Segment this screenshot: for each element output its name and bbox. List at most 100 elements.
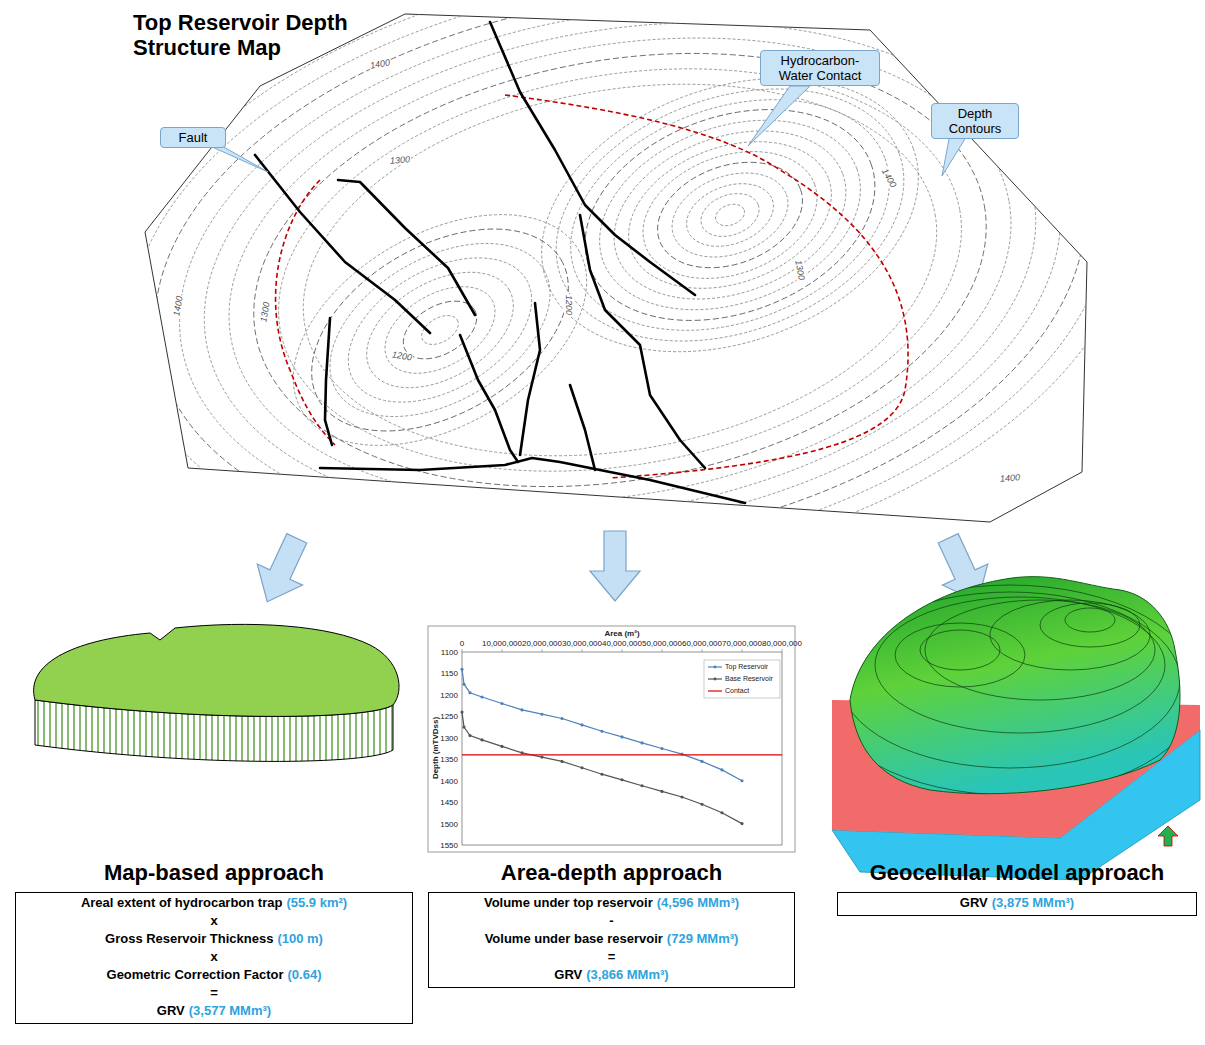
hydrocarbon-water-contact-line bbox=[505, 95, 908, 478]
hydrocarbon-water-contact-line bbox=[276, 95, 909, 478]
formula-term: - bbox=[609, 913, 613, 928]
approach-panel: Area-depth approachVolume under top rese… bbox=[428, 858, 795, 988]
contour-label: 1300 bbox=[258, 300, 272, 323]
formula-term: x bbox=[210, 913, 217, 928]
fault-lines bbox=[570, 385, 595, 470]
depth-contours bbox=[83, 0, 1157, 637]
axis-tick-label: 0 bbox=[460, 639, 464, 648]
formula-value: (0.64) bbox=[288, 967, 322, 982]
callout-text: Hydrocarbon-Water Contact bbox=[765, 53, 875, 83]
depth-contours bbox=[253, 167, 626, 493]
formula-value: (100 m) bbox=[277, 931, 323, 946]
area-depth-chart bbox=[702, 649, 703, 652]
depth-contours bbox=[277, 187, 603, 472]
area-depth-chart bbox=[742, 649, 743, 652]
approach-panel: Map-based approachAreal extent of hydroc… bbox=[15, 858, 413, 1024]
area-depth-chart bbox=[582, 649, 583, 652]
geocellular-model bbox=[820, 585, 1200, 795]
formula-term: GRV bbox=[960, 895, 988, 910]
legend-label: Top Reservoir bbox=[725, 663, 768, 671]
flow-arrows bbox=[245, 528, 320, 613]
formula-value: (729 MMm³) bbox=[667, 931, 739, 946]
callout-tails bbox=[942, 134, 968, 176]
contour-label: 1200 bbox=[390, 349, 413, 363]
formula-line: GRV (3,875 MMm³) bbox=[844, 894, 1190, 912]
depth-contours bbox=[110, 0, 1129, 618]
geocellular-model bbox=[875, 597, 1165, 733]
formula-value: (4,596 MMm³) bbox=[657, 895, 739, 910]
axis-tick-label: 1150 bbox=[441, 669, 458, 678]
axis-tick-label: 80,000,000 bbox=[762, 639, 802, 648]
area-depth-chart bbox=[462, 652, 782, 845]
area-depth-chart bbox=[428, 626, 795, 852]
geocellular-model bbox=[820, 585, 1200, 795]
area-depth-chart bbox=[708, 666, 722, 667]
formula-term: Geometric Correction Factor bbox=[107, 967, 284, 982]
panel-heading: Area-depth approach bbox=[428, 858, 795, 888]
geocellular-model bbox=[820, 577, 1200, 880]
formula-line: = bbox=[22, 984, 406, 1002]
depth-contours bbox=[219, 0, 1021, 541]
axis-tick-label: 40,000,000 bbox=[602, 639, 642, 648]
flow-arrows bbox=[590, 531, 640, 601]
area-depth-chart bbox=[462, 754, 782, 755]
callout-tails bbox=[748, 86, 810, 146]
formula-term: Areal extent of hydrocarbon trap bbox=[81, 895, 283, 910]
depth-contours bbox=[56, 0, 1184, 656]
panel-heading: Geocellular Model approach bbox=[837, 858, 1197, 888]
callout-box: Hydrocarbon-Water Contact bbox=[760, 50, 880, 86]
area-depth-chart bbox=[462, 669, 742, 781]
contour-label: 1200 bbox=[564, 294, 574, 316]
fault-lines bbox=[520, 303, 540, 455]
axis-tick-label: 1350 bbox=[440, 755, 458, 764]
fault-lines bbox=[460, 335, 518, 462]
depth-contours bbox=[370, 269, 510, 391]
depth-contours bbox=[712, 200, 747, 229]
formula-line: = bbox=[435, 948, 788, 966]
approach-panel: Geocellular Model approachGRV (3,875 MMm³… bbox=[837, 858, 1197, 916]
contour-label: 1400 bbox=[879, 166, 899, 190]
area-depth-chart bbox=[714, 678, 717, 681]
formula-value: (3,875 MMm³) bbox=[992, 895, 1074, 910]
area-depth-chart bbox=[622, 649, 623, 652]
axis-tick-label: 1500 bbox=[440, 819, 458, 828]
depth-contours bbox=[521, 43, 939, 386]
callout-tails bbox=[210, 146, 268, 172]
geocellular-model bbox=[840, 592, 1180, 768]
formula-line: Volume under top reservoir (4,596 MMm³) bbox=[435, 894, 788, 912]
axis-tick-label: 1400 bbox=[440, 776, 458, 785]
geocellular-model bbox=[920, 630, 1000, 670]
geocellular-model bbox=[925, 600, 1155, 700]
fault-lines bbox=[325, 318, 332, 445]
depth-contours bbox=[643, 143, 817, 286]
depth-contours bbox=[253, 167, 626, 493]
fault-lines bbox=[320, 458, 745, 503]
depth-contours bbox=[660, 158, 799, 272]
depth-contours bbox=[56, 0, 1184, 656]
formula-line: Areal extent of hydrocarbon trap(55.9 km… bbox=[22, 894, 406, 912]
formula-line: Gross Reservoir Thickness(100 m) bbox=[22, 930, 406, 948]
depth-contours bbox=[165, 0, 1076, 579]
formula-term: Volume under base reservoir bbox=[485, 931, 663, 946]
depth-contours bbox=[608, 115, 852, 315]
area-depth-chart bbox=[428, 626, 795, 852]
geocellular-model bbox=[990, 600, 1150, 670]
depth-contours bbox=[503, 29, 956, 401]
area-depth-chart bbox=[662, 649, 663, 652]
depth-contours bbox=[192, 0, 1048, 560]
axis-tick-label: 20,000,000 bbox=[522, 639, 562, 648]
area-depth-chart bbox=[462, 712, 742, 824]
geocellular-model bbox=[850, 577, 1180, 794]
slab-figure bbox=[34, 624, 399, 761]
contour-label: 1400 bbox=[999, 472, 1022, 484]
formula-line: GRV(3,866 MMm³) bbox=[435, 966, 788, 984]
axis-tick-label: 1250 bbox=[440, 712, 458, 721]
formula-term: x bbox=[210, 949, 217, 964]
formula-term: Volume under top reservoir bbox=[484, 895, 653, 910]
depth-contours bbox=[503, 29, 956, 401]
formula-box: GRV (3,875 MMm³) bbox=[837, 892, 1197, 916]
depth-contours bbox=[573, 86, 887, 344]
contour-label: 1400 bbox=[368, 57, 391, 71]
formula-term: = bbox=[210, 985, 218, 1000]
